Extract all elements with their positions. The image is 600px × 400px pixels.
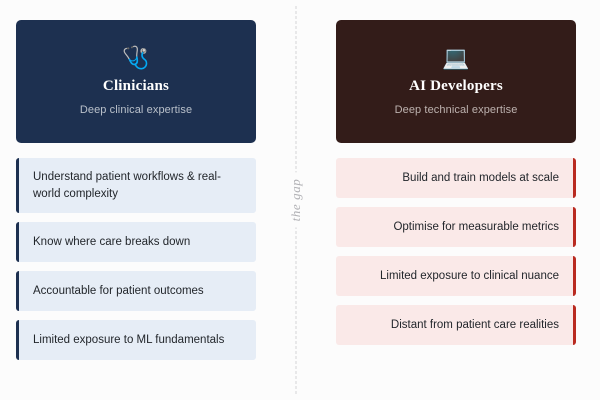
gap-divider: the gap: [272, 0, 320, 400]
card-subtitle-ai-developers: Deep technical expertise: [394, 104, 518, 116]
header-card-clinicians: 🩺 Clinicians Deep clinical expertise: [16, 20, 256, 143]
list-item-text: Know where care breaks down: [33, 236, 191, 248]
laptop-icon: 💻: [442, 45, 470, 70]
header-card-ai-developers: 💻 AI Developers Deep technical expertise: [336, 20, 576, 143]
list-item-text: Optimise for measurable metrics: [393, 220, 559, 233]
list-item: Distant from patient care realities: [336, 305, 576, 345]
column-ai-developers: 💻 AI Developers Deep technical expertise…: [336, 0, 576, 345]
list-item-text: Build and train models at scale: [402, 171, 559, 184]
list-item: Understand patient workflows & real-worl…: [16, 158, 256, 214]
item-list-clinicians: Understand patient workflows & real-worl…: [16, 158, 256, 361]
card-title-clinicians: Clinicians: [102, 78, 170, 94]
card-title-ai-developers: AI Developers: [409, 78, 503, 94]
stethoscope-icon: 🩺: [122, 45, 150, 70]
list-item-text: Limited exposure to clinical nuance: [380, 269, 559, 282]
list-item: Accountable for patient outcomes: [16, 271, 256, 312]
list-item-text: Understand patient workflows & real-worl…: [33, 171, 221, 200]
list-item: Optimise for measurable metrics: [336, 207, 576, 247]
list-item: Know where care breaks down: [16, 222, 256, 263]
list-item-text: Distant from patient care realities: [390, 318, 559, 331]
list-item-text: Accountable for patient outcomes: [33, 285, 204, 297]
list-item: Limited exposure to ML fundamentals: [16, 320, 256, 361]
list-item: Build and train models at scale: [336, 158, 576, 198]
list-item-text: Limited exposure to ML fundamentals: [33, 334, 225, 346]
list-item: Limited exposure to clinical nuance: [336, 256, 576, 296]
column-clinicians: 🩺 Clinicians Deep clinical expertise Und…: [16, 0, 256, 361]
card-subtitle-clinicians: Deep clinical expertise: [79, 104, 193, 116]
item-list-ai-developers: Build and train models at scale Optimise…: [336, 158, 576, 345]
gap-label: the gap: [285, 172, 307, 228]
